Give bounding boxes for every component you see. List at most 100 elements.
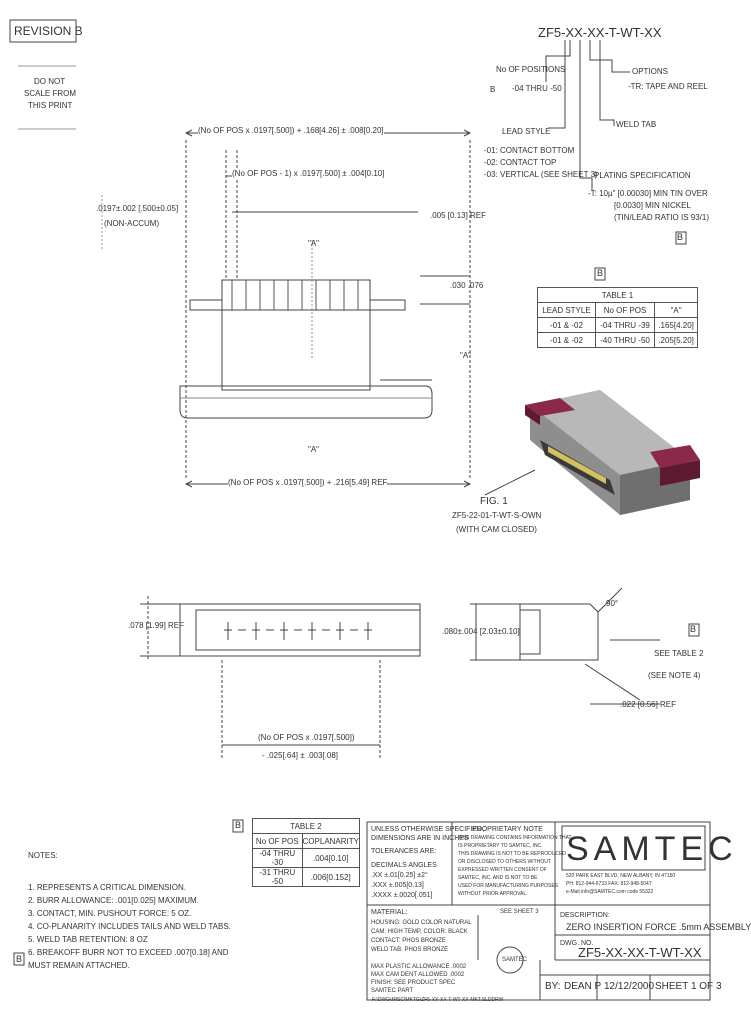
fig-caption-1: ZF5-22-01-T-WT-S-OWN xyxy=(452,511,542,520)
tol-line: .XX ±.01[0.25] ±2° xyxy=(371,872,428,879)
table1-title: TABLE 1 xyxy=(537,287,698,303)
see-note4: (SEE NOTE 4) xyxy=(648,671,701,680)
table-row: -04 THRU -30.004[0.10] xyxy=(252,848,361,868)
plating-label: PLATING SPECIFICATION xyxy=(594,171,691,180)
proprietary-line: IS PROPRIETARY TO SAMTEC, INC. xyxy=(458,843,543,849)
table1-header: LEAD STYLE xyxy=(537,302,596,318)
proprietary-line: THIS DRAWING CONTAINS INFORMATION THAT xyxy=(458,835,572,841)
notes-title: NOTES: xyxy=(28,851,58,860)
material-line: HOUSING: GOLD COLOR NATURAL xyxy=(371,920,472,926)
footer-line: MAX CAM DENT ALLOWED .0002 xyxy=(371,972,465,978)
table2-rev: B xyxy=(235,820,242,830)
table1-cell: .165[4.20] xyxy=(654,317,698,333)
note-item: 3. CONTACT, MIN. PUSHOUT FORCE: 5 OZ. xyxy=(28,909,192,918)
samtec-seal: SAMTEC xyxy=(502,957,528,963)
tail-span-dim: (No OF POS x .0197[.500]) xyxy=(258,733,355,742)
tol-line: TOLERANCES ARE: xyxy=(371,848,437,855)
rev-marker-table2-ref: B xyxy=(690,624,697,634)
pitch-tol-dim: .0197±.002 [.500±0.05] xyxy=(96,204,179,213)
material-line: CAM: HIGH TEMP, COLOR: BLACK xyxy=(371,929,468,935)
plating-line-2: [0.0030] MIN NICKEL xyxy=(614,201,691,210)
see-table2: SEE TABLE 2 xyxy=(654,649,704,658)
table-row: -01 & -02-04 THRU -39.165[4.20] xyxy=(537,317,698,333)
sheet-ref: F:\DWG\MISC\MKTG\ZF5-XX-XX-T-WT-XX-MKT.S… xyxy=(372,997,504,1003)
dwg-label: DWG. NO. xyxy=(560,940,594,947)
dim-022: .022 [0.56] REF xyxy=(620,700,677,709)
see-sheet: SEE SHEET 3 xyxy=(500,909,539,915)
tol-line: .XXXX ±.0020[.051] xyxy=(371,892,433,899)
note-item: 2. BURR ALLOWANCE: .001[0.025] MAXIMUM. xyxy=(28,896,199,905)
height-080-dim: .080±.004 [2.03±0.10] xyxy=(442,627,520,636)
samtec-logo: SAMTEC xyxy=(566,830,738,868)
footer-line: SAMTEC PART xyxy=(371,988,414,994)
height-ref-dim: .078 [1.99] REF xyxy=(128,621,185,630)
table1-cell: -40 THRU -50 xyxy=(594,332,656,348)
description-value: ZERO INSERTION FORCE .5mm ASSEMBLY xyxy=(566,922,751,932)
lead-style-3: -03: VERTICAL (SEE SHEET 3) xyxy=(484,170,598,179)
dim-a-side: "A" xyxy=(460,351,472,360)
address-line: PH: 812-944-6733 FAX: 812-948-5047 xyxy=(566,881,652,887)
ref-005-dim: .005 [0.13] REF xyxy=(430,211,487,220)
positions-range: -04 THRU -50 xyxy=(512,84,562,93)
proprietary-line: USED FOR MANUFACTURING PURPOSES xyxy=(458,883,559,889)
scale-note-3: THIS PRINT xyxy=(28,101,73,110)
options-value: -TR: TAPE AND REEL xyxy=(628,82,708,91)
tol-line: .XXX ±.005[0.13] xyxy=(371,882,424,889)
options-label: OPTIONS xyxy=(632,67,669,76)
material-label: MATERIAL: xyxy=(371,909,408,916)
proprietary-line: EXPRESSED WRITTEN CONSENT OF xyxy=(458,867,547,873)
tail-tol-dim: - .025[.64] ± .003[.08] xyxy=(262,751,338,760)
table1-rev: B xyxy=(597,268,604,278)
rev-marker-positions: B xyxy=(490,85,496,94)
dim-a-bottom: "A" xyxy=(308,445,320,454)
table2-cell: -31 THRU -50 xyxy=(252,867,303,887)
rev-marker-plating: B xyxy=(677,232,684,242)
notes-rev-marker: B xyxy=(16,954,23,964)
description-label: DESCRIPTION: xyxy=(560,912,610,919)
proprietary-label: PROPRIETARY NOTE xyxy=(472,826,543,833)
tol-line: DECIMALS ANGLES xyxy=(371,862,437,869)
fig-caption-2: (WITH CAM CLOSED) xyxy=(456,525,537,534)
lead-style-1: -01: CONTACT BOTTOM xyxy=(484,146,575,155)
table2-header: COPLANARITY xyxy=(301,833,361,849)
pitch-span-dim: (No OF POS - 1) x .0197[.500] ± .004[0.1… xyxy=(232,169,385,178)
table2-cell: .004[0.10] xyxy=(301,848,361,868)
tol-line: UNLESS OTHERWISE SPECIFIED, xyxy=(371,826,485,833)
table2-header: No OF POS xyxy=(252,833,303,849)
table1-cell: -01 & -02 xyxy=(537,317,596,333)
table-row: -31 THRU -50.006[0.152] xyxy=(252,867,361,887)
note-item: MUST REMAIN ATTACHED. xyxy=(28,961,130,970)
table-row: -01 & -02-40 THRU -50.205[5.20] xyxy=(537,332,698,348)
fig-title: FIG. 1 xyxy=(480,496,508,507)
scale-note-2: SCALE FROM xyxy=(24,89,77,98)
date-value: 12/12/2000 xyxy=(604,981,655,992)
positions-label: No OF POSITIONS xyxy=(496,65,566,74)
proprietary-line: OR DISCLOSED TO OTHERS WITHOUT xyxy=(458,859,551,865)
table1-header: No OF POS xyxy=(594,302,656,318)
footer-line: MAX PLASTIC ALLOWANCE .0002 xyxy=(371,964,467,970)
sheet-value: SHEET 1 OF 3 xyxy=(655,981,722,992)
bottom-width-dim: (No OF POS x .0197[.500]) + .216[5.49] R… xyxy=(228,478,388,487)
table1-cell: .205[5.20] xyxy=(654,332,698,348)
dim-a-top: "A" xyxy=(308,239,320,248)
dwg-number: ZF5-XX-XX-T-WT-XX xyxy=(578,945,702,960)
address-line: 520 PARK EAST BLVD, NEW ALBANY, IN 47150 xyxy=(566,873,676,879)
note-item: 4. CO-PLANARITY INCLUDES TAILS AND WELD … xyxy=(28,922,231,931)
note-item: 6. BREAKOFF BURR NOT TO EXCEED .007[0.18… xyxy=(28,948,229,957)
table2-title: TABLE 2 xyxy=(252,818,360,834)
table1-cell: -04 THRU -39 xyxy=(594,317,656,333)
note-item: 1. REPRESENTS A CRITICAL DIMENSION. xyxy=(28,883,186,892)
proprietary-line: WITHOUT PRIOR APPROVAL. xyxy=(458,891,528,897)
part-number-header: ZF5-XX-XX-T-WT-XX xyxy=(538,25,662,40)
footer-line: FINISH: SEE PRODUCT SPEC xyxy=(371,980,456,986)
tol-line: DIMENSIONS ARE IN INCHES xyxy=(371,835,469,842)
angle-dim: 90° xyxy=(606,599,619,608)
table2-cell: -04 THRU -30 xyxy=(252,848,303,868)
noncum-label: (NON-ACCUM) xyxy=(104,219,160,228)
material-line: WELD TAB: PHOS BRONZE xyxy=(371,947,449,953)
material-line: CONTACT: PHOS BRONZE xyxy=(371,938,446,944)
lead-style-label: LEAD STYLE xyxy=(502,127,551,136)
plating-line-3: (TIN/LEAD RATIO IS 93/1) xyxy=(614,213,709,222)
